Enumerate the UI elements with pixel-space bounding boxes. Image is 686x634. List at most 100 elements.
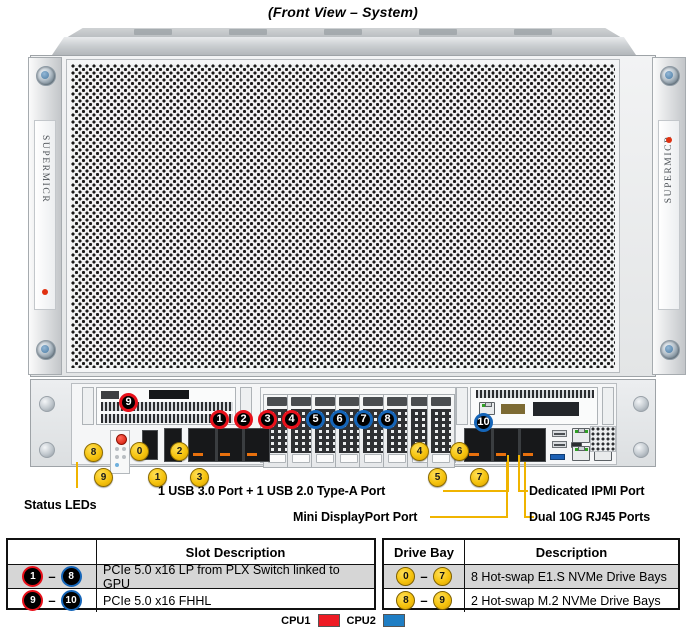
- label-usb-ports: 1 USB 3.0 Port + 1 USB 2.0 Type-A Port: [158, 484, 386, 498]
- range-dash: –: [48, 593, 56, 608]
- cpu2-color-swatch: [382, 614, 405, 627]
- connector-block: [533, 402, 579, 416]
- lid-notch: [324, 29, 362, 35]
- shelf-screw-icon: [39, 396, 55, 412]
- label-mini-dp: Mini DisplayPort Port: [293, 510, 418, 524]
- bay-description-cell: 2 Hot-swap M.2 NVMe Drive Bays: [464, 589, 678, 612]
- status-led-icon: [122, 455, 126, 459]
- module-latch: [602, 387, 614, 425]
- module-grille: [101, 414, 233, 423]
- brand-dot-icon: [42, 289, 48, 295]
- slot-description-cell: PCIe 5.0 x16 LP from PLX Switch linked t…: [96, 563, 374, 591]
- brand-plate-left: SUPERMICR: [34, 120, 56, 310]
- brand-text: SUPERMICR: [664, 135, 674, 204]
- badge-bay-from: 0: [396, 567, 416, 586]
- rj45-port-1[interactable]: [572, 446, 590, 461]
- badge-slot-to: 10: [60, 590, 82, 611]
- callout-slot-7: 7: [354, 410, 373, 429]
- label-status-leds: Status LEDs: [24, 498, 97, 512]
- table-row: 8 – 9 2 Hot-swap M.2 NVMe Drive Bays: [384, 589, 678, 612]
- status-led-icon: [115, 455, 119, 459]
- brand-dot-icon: [666, 137, 672, 143]
- callout-bay-1: 1: [148, 468, 167, 487]
- callout-bay-2: 2: [170, 442, 189, 461]
- header-slot-description: Slot Description: [96, 540, 374, 564]
- callout-slot-3: 3: [258, 410, 277, 429]
- header-drive-bay: Drive Bay: [384, 540, 464, 564]
- badge-bay-to: 7: [432, 567, 452, 586]
- slot-range-cell: 1 – 8: [8, 565, 96, 588]
- rail-screw-icon: [660, 340, 680, 360]
- module-grille: [476, 390, 594, 398]
- sfp-connector: [501, 404, 525, 414]
- module-latch: [82, 387, 94, 425]
- leader-usb-vertical: [507, 455, 509, 492]
- rail-screw-icon: [660, 66, 680, 86]
- rail-screw-icon: [36, 340, 56, 360]
- badge-bay-to: 9: [432, 591, 452, 610]
- badge-slot-from: 9: [22, 590, 44, 611]
- cpu-legend: CPU1 CPU2: [0, 614, 686, 627]
- callout-bay-8: 8: [84, 443, 103, 462]
- power-button-icon[interactable]: [116, 434, 127, 445]
- table-row: 0 – 7 8 Hot-swap E1.S NVMe Drive Bays: [384, 565, 678, 589]
- range-dash: –: [420, 569, 428, 584]
- module-latch: [456, 387, 468, 425]
- label-rj45: Dual 10G RJ45 Ports: [529, 510, 651, 524]
- ipmi-rj45-port[interactable]: [572, 428, 590, 443]
- lid-notch: [419, 29, 457, 35]
- leader-rj45-vertical: [524, 462, 526, 518]
- bay-range-cell: 0 – 7: [384, 565, 464, 588]
- status-led-icon: [122, 447, 126, 451]
- header-description: Description: [464, 540, 678, 564]
- e1s-bay-group-left[interactable]: [188, 428, 270, 462]
- callout-slot-8: 8: [378, 410, 397, 429]
- lid-notch: [229, 29, 267, 35]
- callout-bay-4: 4: [410, 442, 429, 461]
- status-led-icon: [115, 463, 119, 467]
- header-blank: [8, 540, 96, 564]
- figure-caption: (Front View – System): [268, 4, 418, 20]
- callout-slot-1: 1: [210, 410, 229, 429]
- cpu1-color-swatch: [317, 614, 340, 627]
- vent-grille: [590, 426, 616, 452]
- callout-slot-6: 6: [330, 410, 349, 429]
- shelf-screw-icon: [39, 442, 55, 458]
- drive-bay-table: Drive Bay Description 0 – 7 8 Hot-swap E…: [382, 538, 680, 612]
- chassis-left-rail: SUPERMICR: [28, 57, 62, 375]
- leader-status-leds: [76, 462, 78, 488]
- lid-notch: [514, 29, 552, 35]
- callout-bay-5: 5: [428, 468, 447, 487]
- usb-3-port[interactable]: [552, 430, 567, 437]
- mesh-perforation-pattern: [71, 64, 615, 368]
- badge-bay-from: 8: [396, 591, 416, 610]
- label-ipmi: Dedicated IPMI Port: [529, 484, 645, 498]
- callout-bay-6: 6: [450, 442, 469, 461]
- connector-block: [149, 390, 189, 399]
- status-led-panel[interactable]: [110, 430, 130, 474]
- callout-slot-9: 9: [119, 393, 138, 412]
- pcie-card-6: [383, 394, 411, 468]
- module-rj45-port[interactable]: [479, 402, 495, 415]
- callout-slot-10: 10: [474, 413, 493, 432]
- leader-mdp-horizontal: [430, 516, 508, 518]
- callout-bay-3: 3: [190, 468, 209, 487]
- slot-range-cell: 9 – 10: [8, 589, 96, 612]
- slot-description-cell: PCIe 5.0 x16 FHHL: [96, 589, 374, 612]
- table-row: 9 – 10 PCIe 5.0 x16 FHHL: [8, 589, 374, 612]
- callout-slot-2: 2: [234, 410, 253, 429]
- bay-range-cell: 8 – 9: [384, 589, 464, 612]
- brand-plate-right: SUPERMICR: [658, 120, 680, 310]
- usb-2-port[interactable]: [552, 441, 567, 448]
- leader-usb-horizontal: [443, 490, 509, 492]
- usb-blue-port[interactable]: [550, 454, 565, 460]
- e1s-bay-group-right[interactable]: [464, 428, 546, 462]
- callout-bay-7: 7: [470, 468, 489, 487]
- badge-slot-to: 8: [60, 566, 82, 587]
- leader-mdp-vertical: [506, 462, 508, 518]
- callout-bay-9: 9: [94, 468, 113, 487]
- shelf-screw-icon: [633, 396, 649, 412]
- server-chassis-front-view: SUPERMICR SUPERMICR WARNING WARNING: [14, 28, 686, 487]
- leader-ipmi-vertical: [518, 455, 520, 492]
- callout-slot-4: 4: [282, 410, 301, 429]
